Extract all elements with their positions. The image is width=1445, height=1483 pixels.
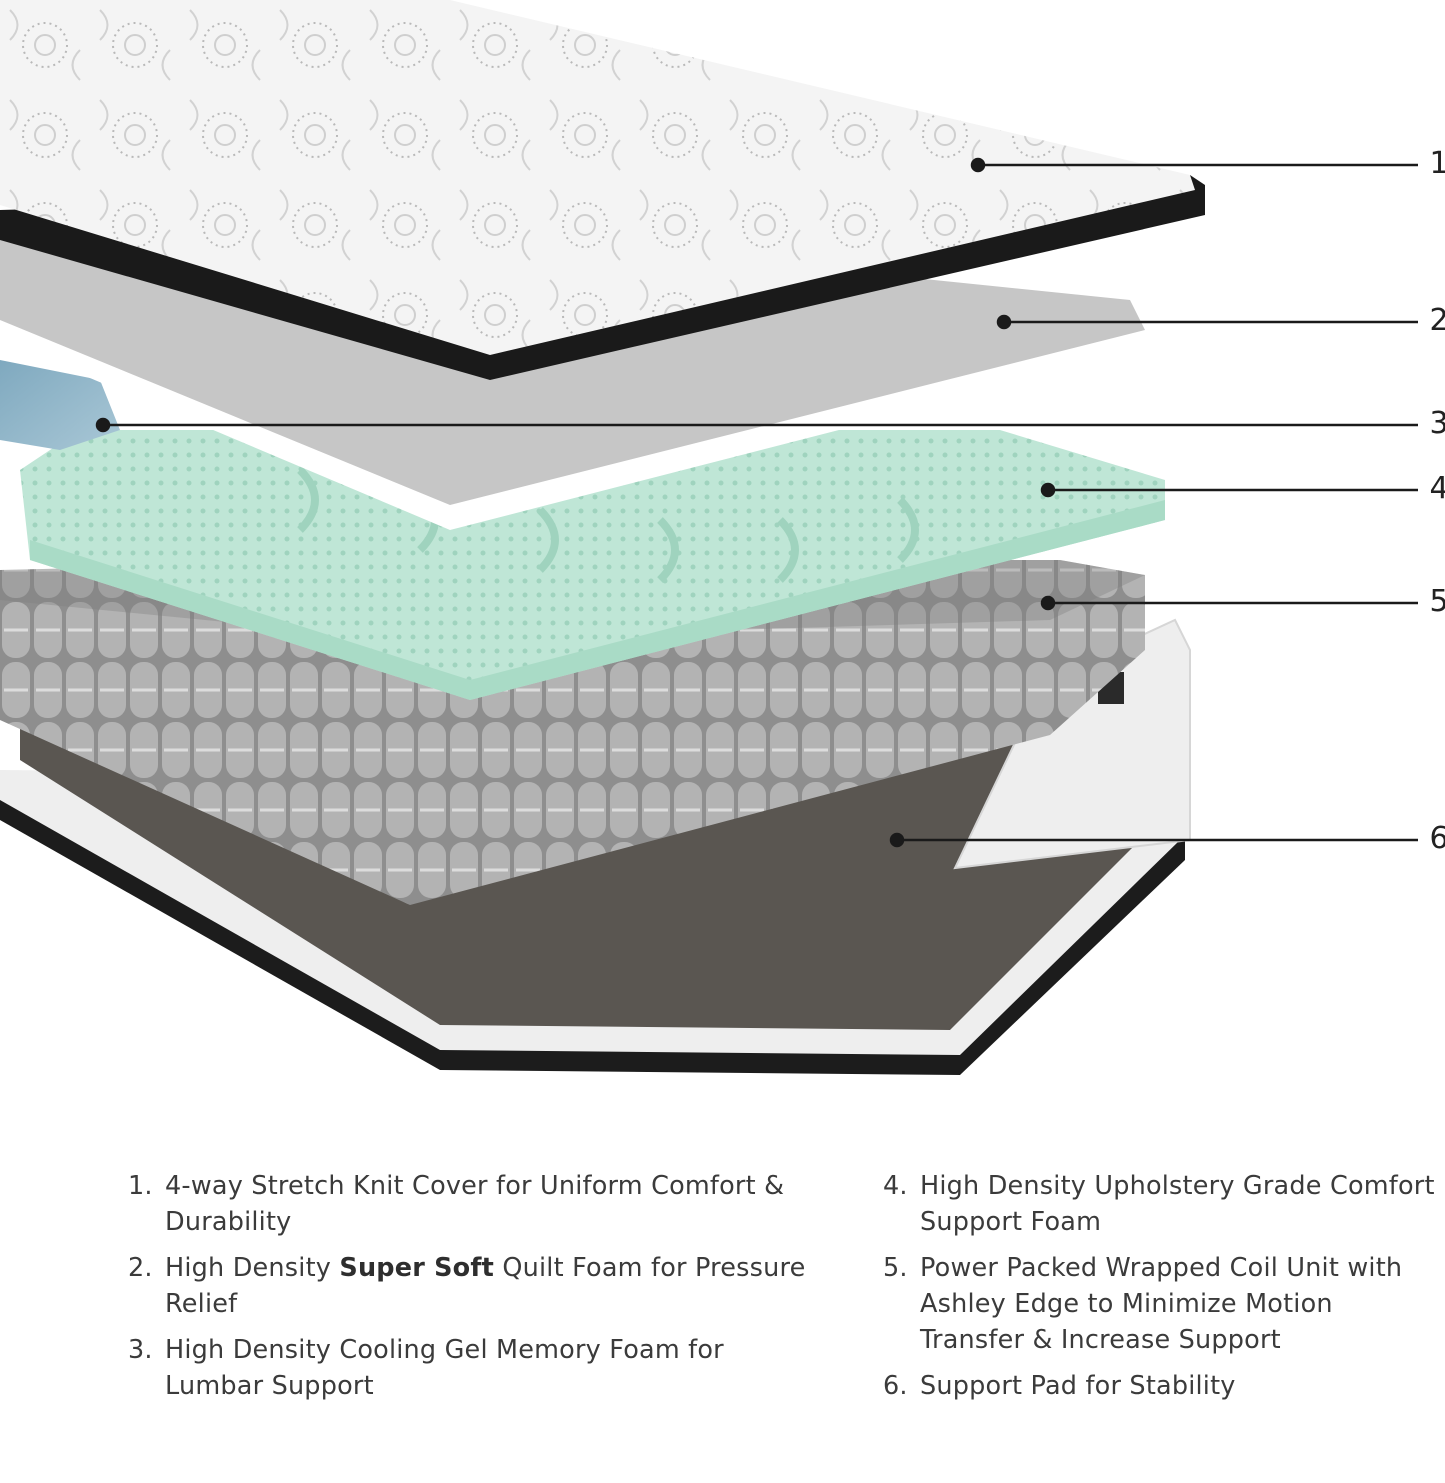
feature-number: 1. <box>128 1171 153 1201</box>
feature-text: 4-way Stretch Knit Cover for Uniform Com… <box>165 1171 785 1237</box>
features-column-right: 4. High Density Upholstery Grade Comfort… <box>883 1168 1443 1414</box>
feature-item-1: 1. 4-way Stretch Knit Cover for Uniform … <box>128 1168 828 1240</box>
feature-number: 6. <box>883 1371 908 1401</box>
callout-number-5: 5 <box>1429 584 1445 619</box>
feature-item-3: 3. High Density Cooling Gel Memory Foam … <box>128 1332 828 1404</box>
features-column-left: 1. 4-way Stretch Knit Cover for Uniform … <box>128 1168 828 1414</box>
feature-number: 5. <box>883 1253 908 1283</box>
feature-text-after: Quilt Foam for Pressure Relief <box>165 1253 806 1319</box>
callout-number-6: 6 <box>1429 821 1445 856</box>
callout-number-3: 3 <box>1429 406 1445 441</box>
mattress-layers-illustration <box>0 0 1418 1075</box>
feature-text: High Density Cooling Gel Memory Foam for… <box>165 1335 724 1401</box>
feature-item-2: 2. High Density Super Soft Quilt Foam fo… <box>128 1250 828 1322</box>
callout-number-4: 4 <box>1429 471 1445 506</box>
feature-item-5: 5. Power Packed Wrapped Coil Unit with A… <box>883 1250 1443 1358</box>
gel-memory-foam-layer <box>0 360 120 450</box>
callout-number-1: 1 <box>1429 146 1445 181</box>
feature-number: 3. <box>128 1335 153 1365</box>
feature-text: Power Packed Wrapped Coil Unit with Ashl… <box>920 1253 1403 1355</box>
callout-number-2: 2 <box>1429 303 1445 338</box>
knit-cover-layer <box>0 0 1205 380</box>
features-list: 1. 4-way Stretch Knit Cover for Uniform … <box>0 1168 1445 1448</box>
feature-number: 4. <box>883 1171 908 1201</box>
edge-panel <box>953 618 1191 870</box>
feature-item-4: 4. High Density Upholstery Grade Comfort… <box>883 1168 1443 1240</box>
feature-text: Support Pad for Stability <box>920 1371 1236 1401</box>
feature-text: High Density Upholstery Grade Comfort Su… <box>920 1171 1435 1237</box>
callout-leaders <box>95 157 1418 848</box>
feature-number: 2. <box>128 1253 153 1283</box>
feature-text-bold: Super Soft <box>339 1253 495 1283</box>
feature-item-6: 6. Support Pad for Stability <box>883 1368 1443 1404</box>
feature-text-before: High Density <box>165 1253 340 1283</box>
